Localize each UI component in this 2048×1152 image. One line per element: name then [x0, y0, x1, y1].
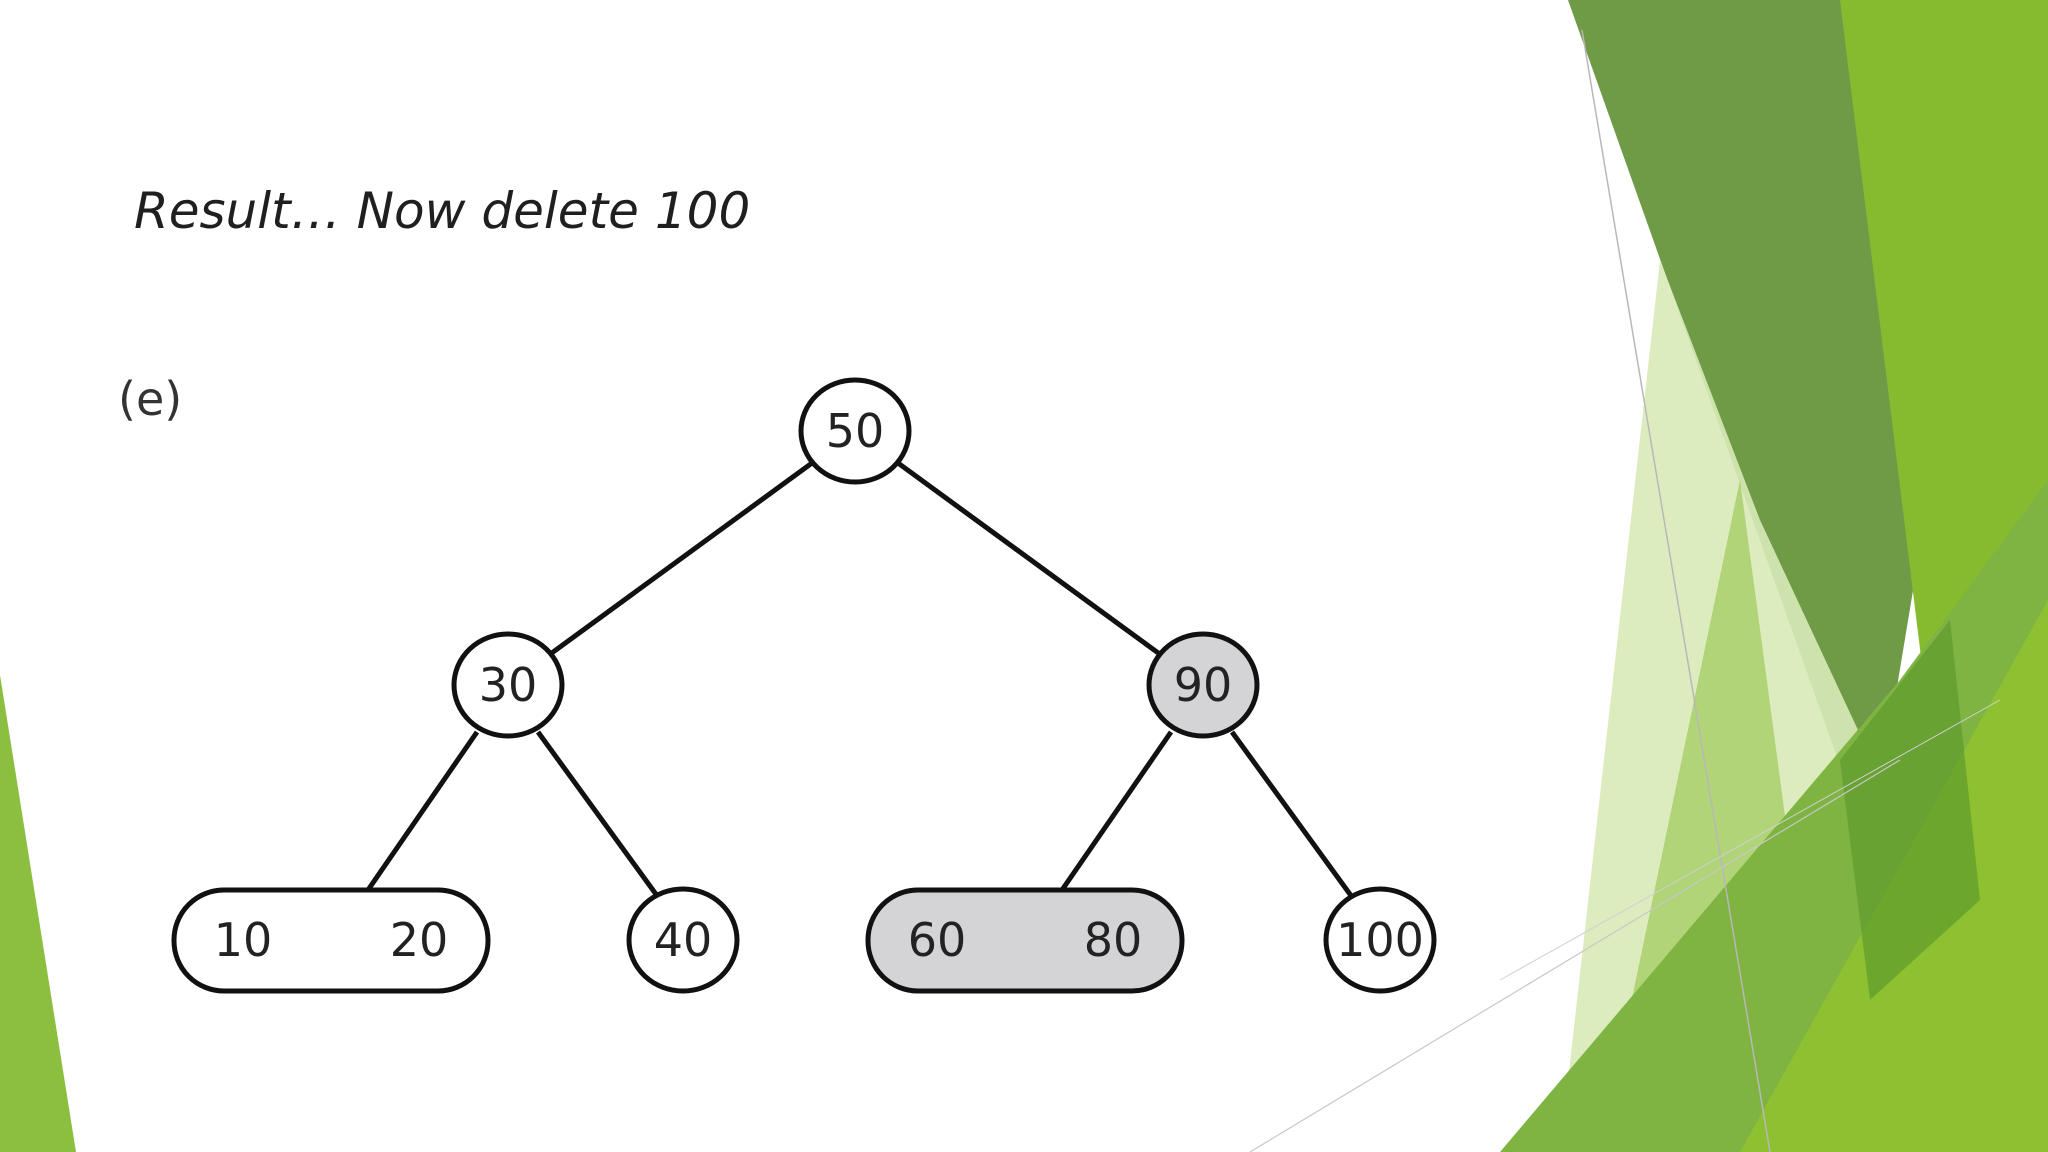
- node-key-60: 60: [908, 913, 967, 967]
- tree-node-30: 30: [451, 631, 565, 739]
- node-key-90: 90: [1174, 658, 1233, 712]
- right-accent-shape-2: [1840, 0, 2048, 730]
- edge-90-100: [1229, 730, 1355, 899]
- node-key-80: 80: [1084, 913, 1143, 967]
- node-shape: [451, 631, 565, 739]
- node-key-30: 30: [479, 658, 538, 712]
- tree-node-50: 50: [798, 377, 912, 485]
- node-key-50: 50: [826, 404, 885, 458]
- edge-30-10-20: [365, 730, 480, 892]
- node-shape: [171, 887, 491, 994]
- node-key-40: 40: [654, 913, 713, 967]
- tree-node-40: 40: [626, 886, 740, 994]
- node-key-20: 20: [390, 913, 449, 967]
- tree-node-90: 90: [1146, 631, 1260, 739]
- panel-label: (e): [118, 372, 183, 426]
- tree-node-60-80: 60 80: [865, 887, 1185, 994]
- node-shape: [865, 887, 1185, 994]
- node-key-10: 10: [214, 913, 273, 967]
- node-key-100: 100: [1336, 913, 1424, 967]
- edge-30-40: [535, 730, 661, 899]
- tree-node-100: 100: [1323, 886, 1437, 994]
- node-shape: [626, 886, 740, 994]
- slide-title: Result… Now delete 100: [134, 182, 751, 240]
- edge-50-30: [547, 460, 814, 658]
- left-accent-shape: [0, 675, 76, 1152]
- thin-accent-line-3: [1499, 699, 2001, 981]
- edge-50-90: [896, 460, 1163, 658]
- thin-accent-line-1: [1581, 29, 1771, 1152]
- thin-accent-line-2: [1249, 759, 1901, 1152]
- node-shape: [1146, 631, 1260, 739]
- right-accent-shape-7: [1840, 620, 1980, 1000]
- tree-node-10-20: 10 20: [171, 887, 491, 994]
- tree-edges: [365, 460, 1355, 899]
- node-shape: [1323, 886, 1437, 994]
- edge-90-60-80: [1059, 730, 1174, 892]
- node-shape: [798, 377, 912, 485]
- right-accent-shape-1: [1568, 0, 1928, 850]
